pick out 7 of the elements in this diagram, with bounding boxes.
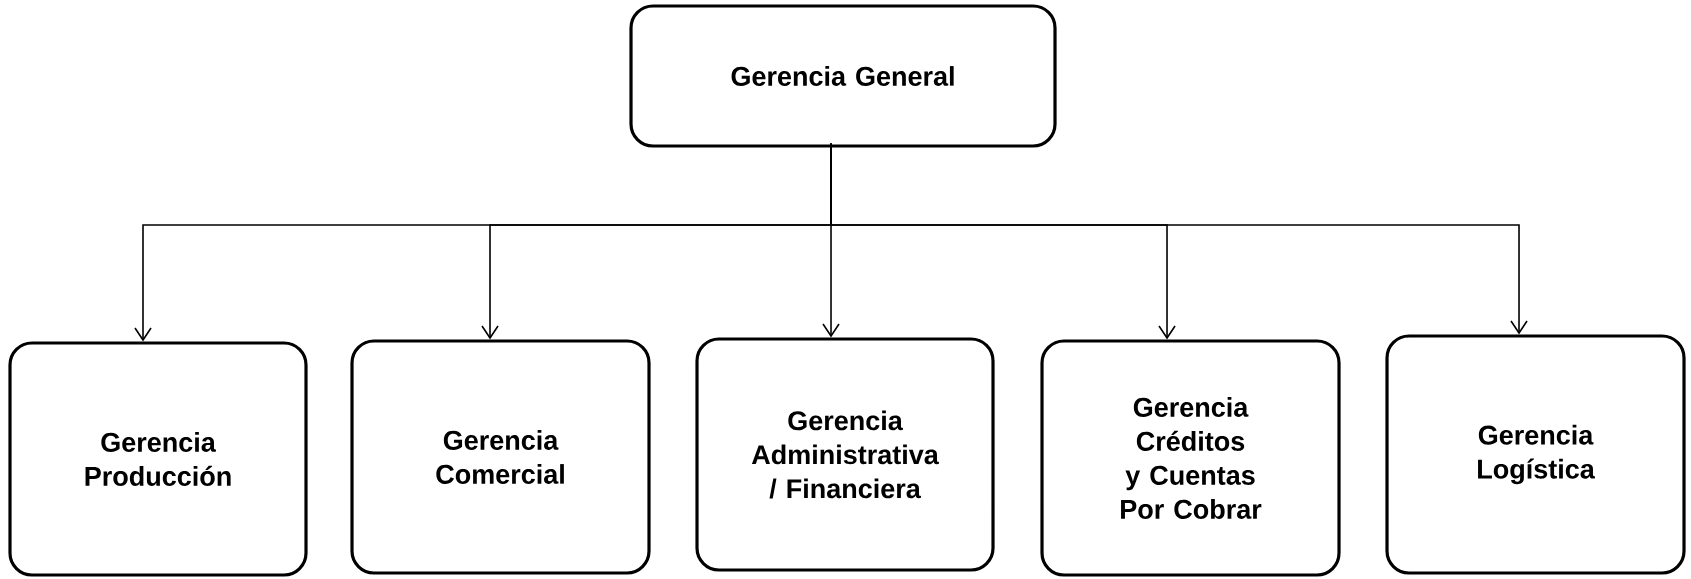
department-box: Gerencia Administrativa / Financiera	[695, 337, 995, 572]
title-box: Gerencia General	[629, 4, 1057, 148]
department-box: Gerencia Créditos y Cuentas Por Cobrar	[1040, 339, 1341, 577]
department-box: Gerencia Logística	[1385, 334, 1686, 575]
arrow	[830, 142, 1528, 335]
department-box: Gerencia Producción	[8, 341, 308, 577]
department-box: Gerencia Comercial	[350, 339, 651, 575]
